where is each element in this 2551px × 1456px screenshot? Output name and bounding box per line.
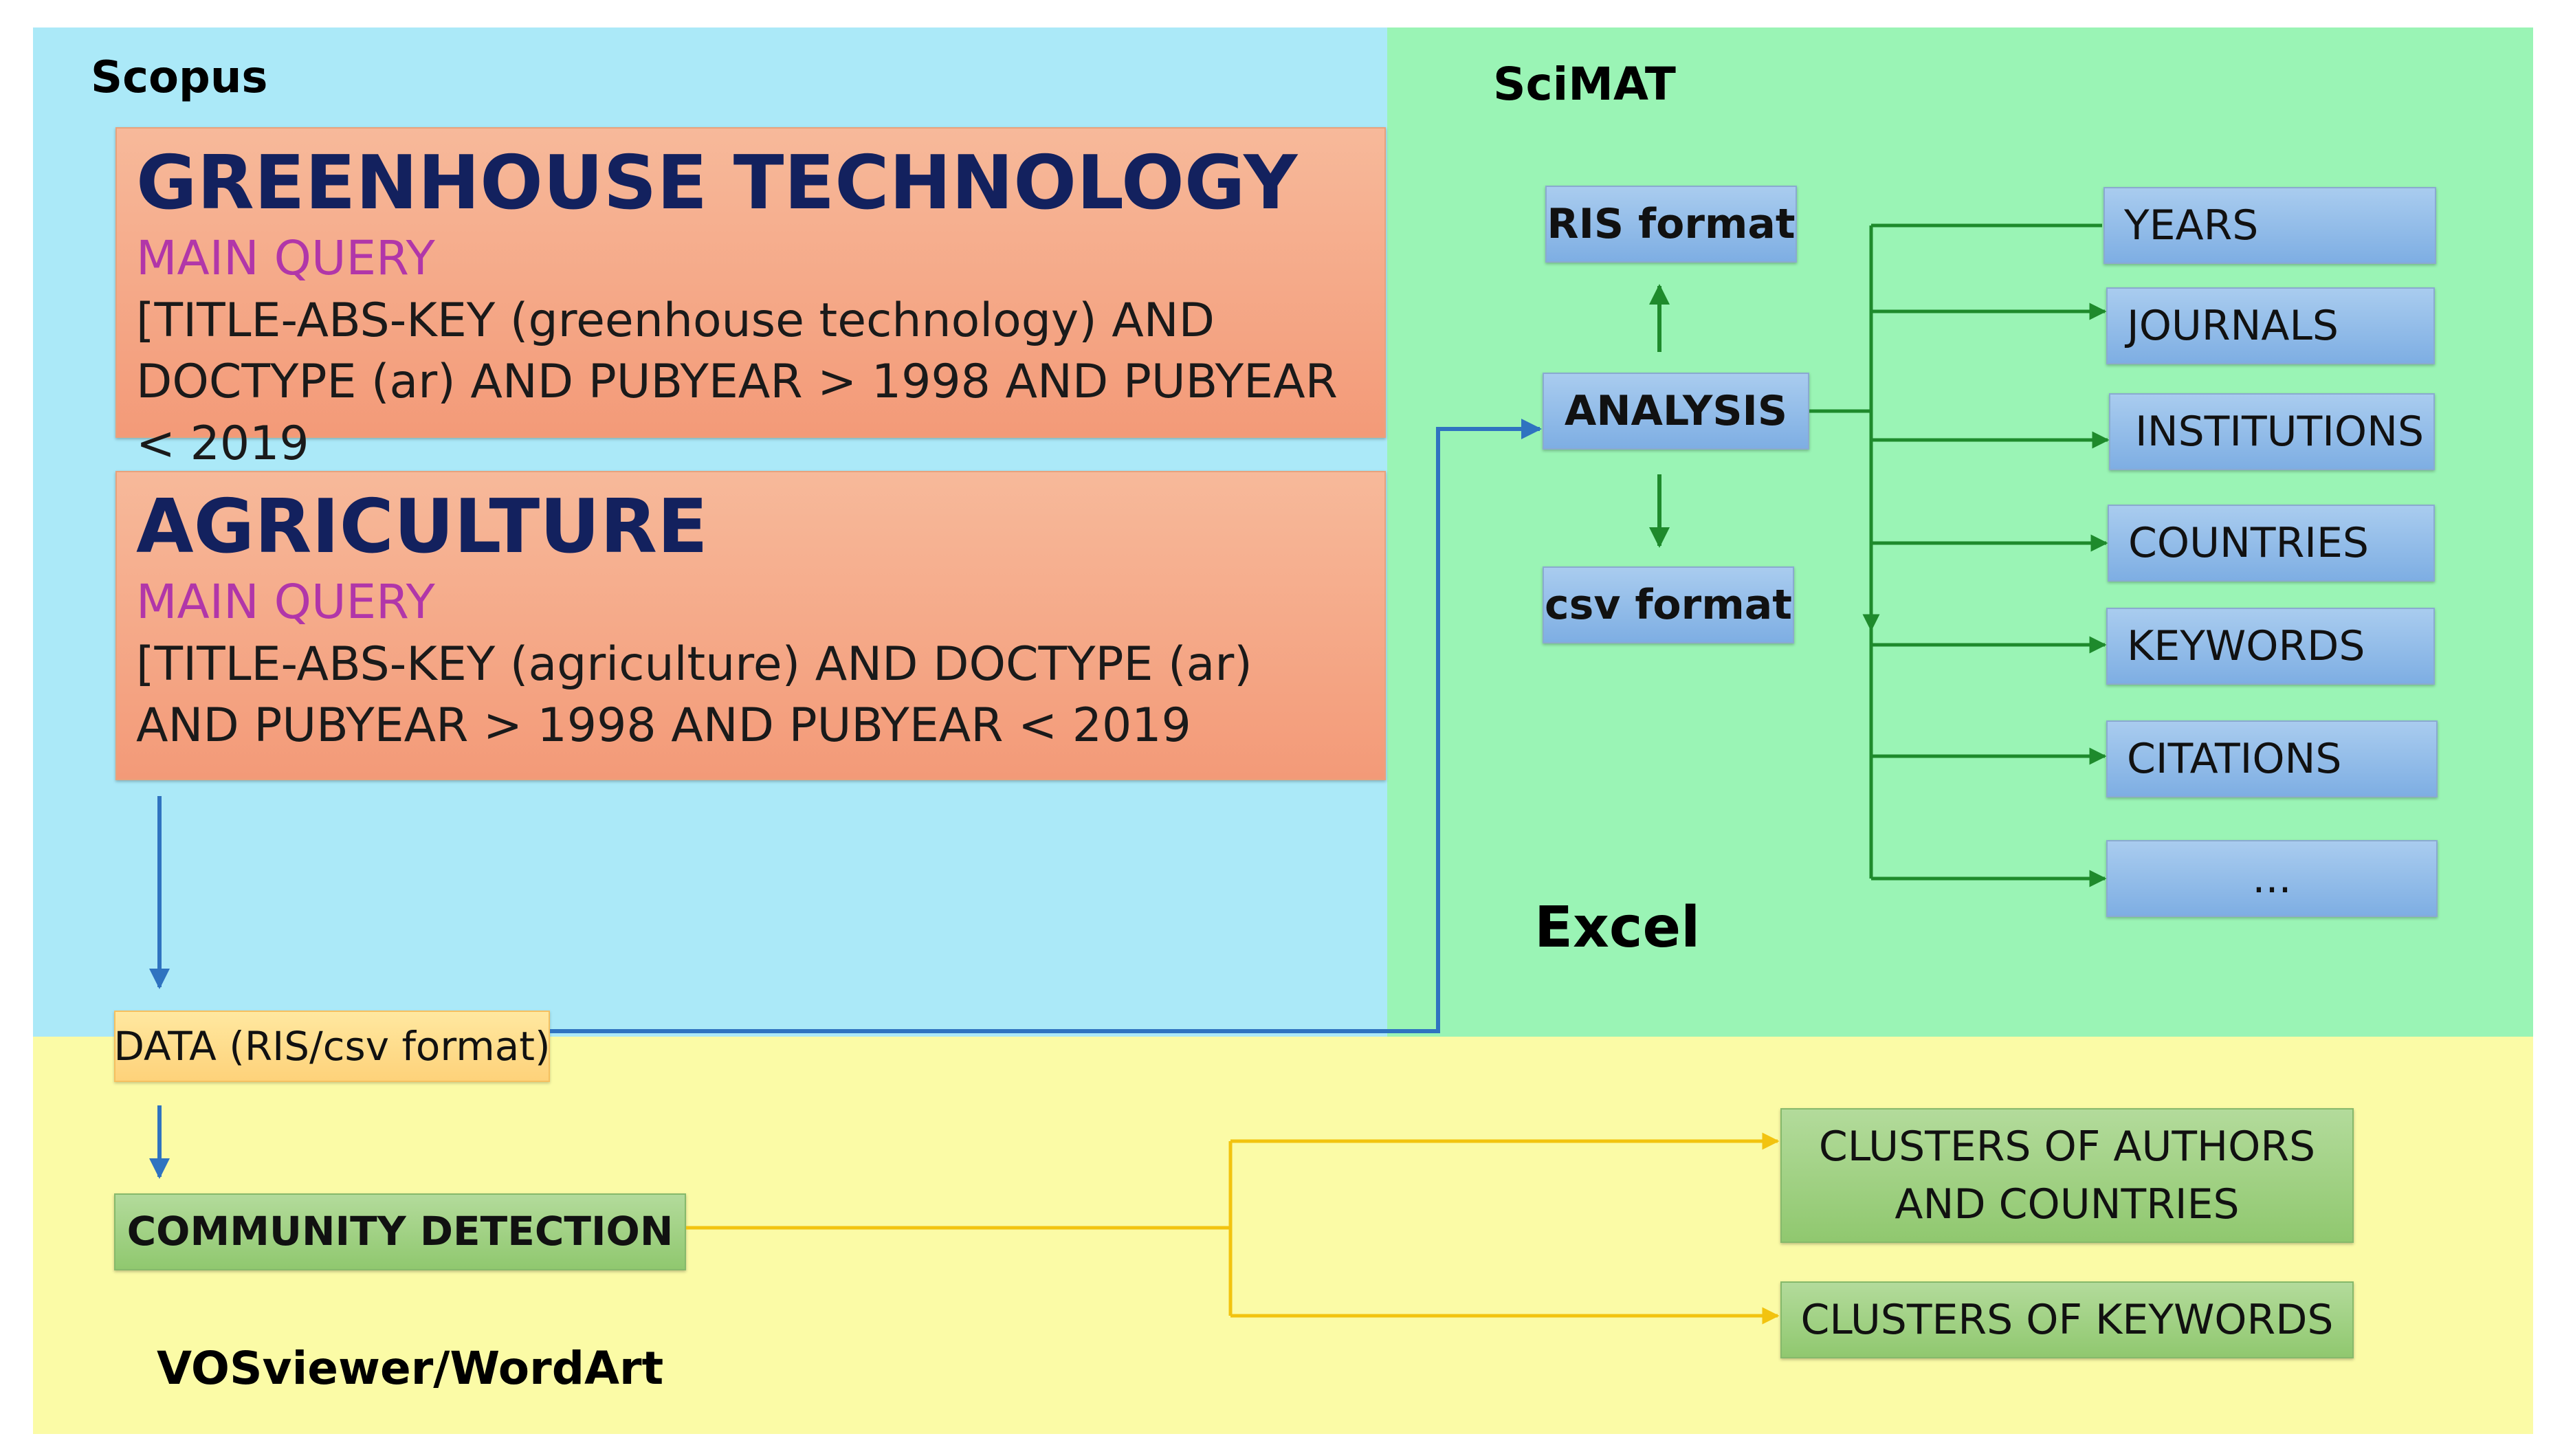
data-box: DATA (RIS/csv format) [113,1011,551,1082]
csv-format-box: csv format [1543,566,1794,643]
ris-format-box: RIS format [1545,186,1797,263]
clusters-keywords-box: CLUSTERS OF KEYWORDS [1780,1281,2354,1358]
query-text: [TITLE-ABS-KEY (greenhouse technology) A… [136,293,1338,472]
output-institutions: INSTITUTIONS [2109,393,2435,470]
community-detection-box: COMMUNITY DETECTION [114,1193,686,1270]
greenhouse-query-box: GREENHOUSE TECHNOLOGY MAIN QUERY [TITLE-… [115,127,1386,471]
scopus-label: Scopus [91,52,268,103]
query-title: AGRICULTURE [136,484,708,570]
vosviewer-label: VOSviewer/WordArt [157,1342,664,1395]
output-more: ... [2106,840,2438,917]
query-title: GREENHOUSE TECHNOLOGY [136,140,1298,226]
clusters-authors-box: CLUSTERS OF AUTHORS AND COUNTRIES [1780,1108,2354,1243]
query-subtitle: MAIN QUERY [136,574,435,630]
output-citations: CITATIONS [2106,720,2438,797]
scimat-label: SciMAT [1493,58,1676,111]
clusters-authors-line2: AND COUNTRIES [1895,1180,2240,1228]
output-years: YEARS [2103,187,2436,264]
agriculture-query-box: AGRICULTURE MAIN QUERY [TITLE-ABS-KEY (a… [115,471,1386,780]
output-countries: COUNTRIES [2108,505,2435,582]
query-text: [TITLE-ABS-KEY (agriculture) AND DOCTYPE… [136,637,1252,753]
arrow-analysis-to-spine [1809,409,1880,632]
output-keywords: KEYWORDS [2106,608,2435,685]
query-subtitle: MAIN QUERY [136,230,435,286]
excel-label: Excel [1534,895,1701,960]
analysis-box: ANALYSIS [1543,373,1809,450]
arrow-data-to-analysis [550,419,1542,1033]
output-journals: JOURNALS [2106,287,2435,364]
clusters-authors-line1: CLUSTERS OF AUTHORS [1818,1123,2316,1171]
